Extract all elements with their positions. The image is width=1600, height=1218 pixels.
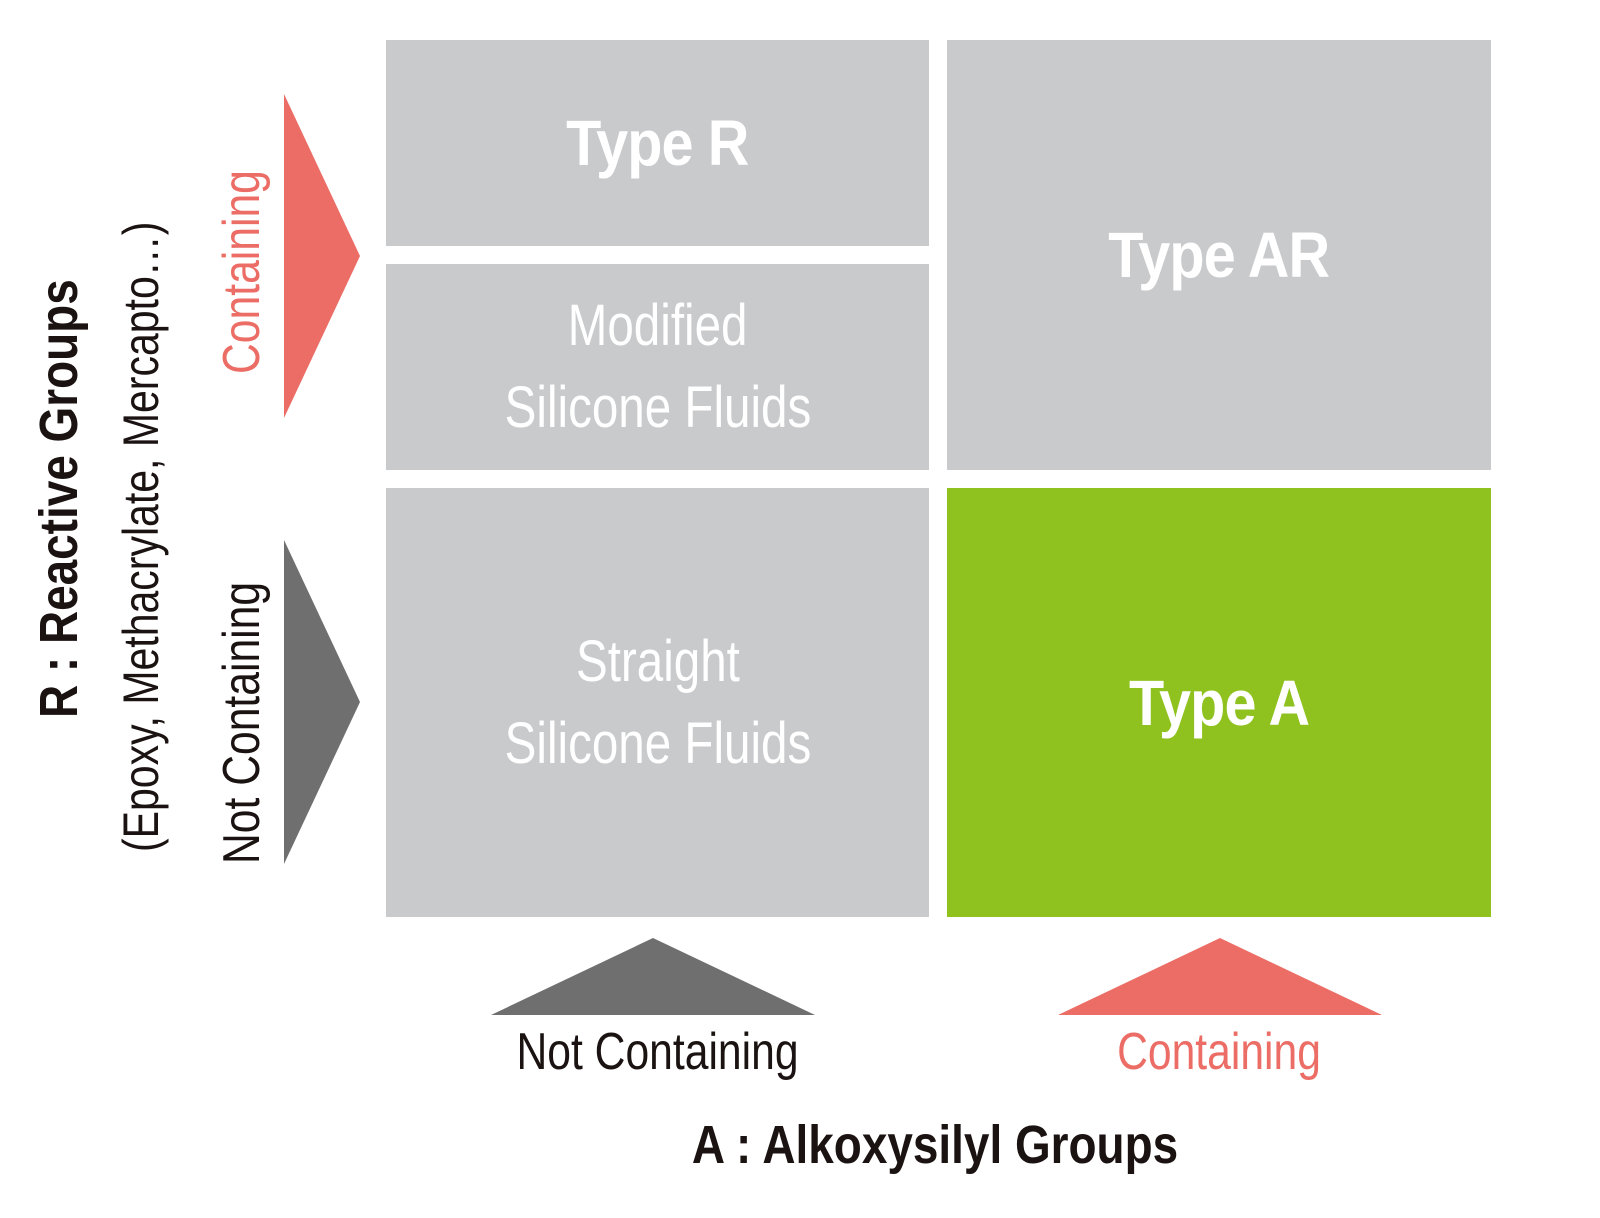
straight-line2: Silicone Fluids xyxy=(504,710,811,776)
containing-arrow-right-icon xyxy=(284,94,360,418)
x-containing-label: Containing xyxy=(1117,1023,1321,1081)
cell-type-ar: Type AR xyxy=(947,40,1491,470)
modified-line2: Silicone Fluids xyxy=(504,375,811,440)
x-axis-title: A : Alkoxysilyl Groups xyxy=(691,1115,1179,1175)
y-not-containing-label: Not Containing xyxy=(213,581,271,864)
cell-type-a: Type A xyxy=(947,488,1491,917)
cell-straight-silicone-fluids: Straight Silicone Fluids xyxy=(386,488,929,917)
y-axis-title: R : Reactive Groups xyxy=(29,279,89,718)
type-ar-label: Type AR xyxy=(1108,219,1331,291)
not-containing-arrow-up-icon xyxy=(491,938,815,1015)
y-axis-subtitle: (Epoxy, Methacrylate, Mercapto…) xyxy=(113,221,169,853)
type-a-label: Type A xyxy=(1128,666,1310,739)
modified-line1: Modified xyxy=(567,293,748,358)
not-containing-arrow-right-icon xyxy=(284,540,360,864)
x-not-containing-label: Not Containing xyxy=(516,1023,799,1081)
y-containing-label: Containing xyxy=(213,170,271,374)
straight-line1: Straight xyxy=(575,628,740,694)
cell-type-r: Type R xyxy=(386,40,929,246)
type-r-label: Type R xyxy=(566,107,749,179)
containing-arrow-up-icon xyxy=(1058,938,1382,1015)
cell-modified-silicone-fluids: Modified Silicone Fluids xyxy=(386,264,929,470)
